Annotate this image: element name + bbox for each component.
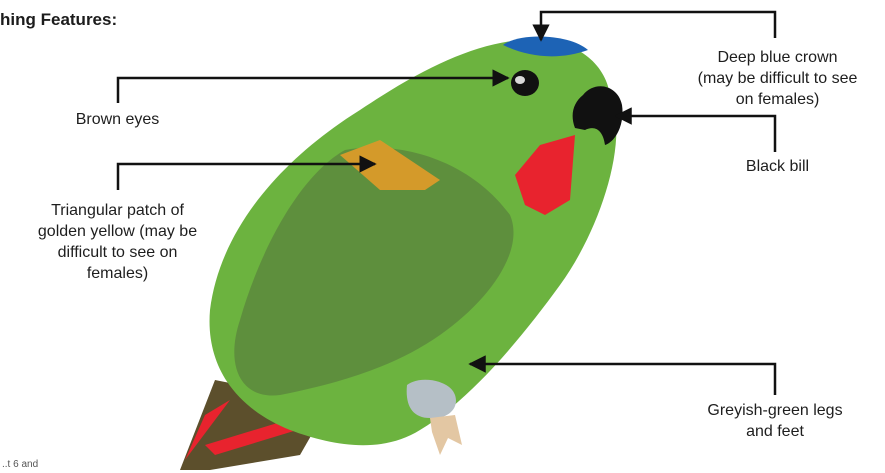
crown-label: Deep blue crown (may be difficult to see… bbox=[670, 47, 885, 110]
parrot-foot bbox=[430, 415, 462, 455]
patch-label: Triangular patch of golden yellow (may b… bbox=[10, 200, 225, 284]
legs-label: Greyish-green legs and feet bbox=[675, 400, 875, 442]
crown-callout-line bbox=[541, 12, 775, 40]
legs-callout-line bbox=[470, 364, 775, 395]
footer-text-fragment: ..t 6 and bbox=[2, 459, 38, 470]
parrot-eye bbox=[511, 70, 539, 96]
eyes-label: Brown eyes bbox=[30, 109, 205, 130]
bill-callout-line bbox=[616, 116, 775, 152]
bill-label: Black bill bbox=[700, 156, 855, 177]
parrot-eye-highlight bbox=[515, 76, 525, 84]
